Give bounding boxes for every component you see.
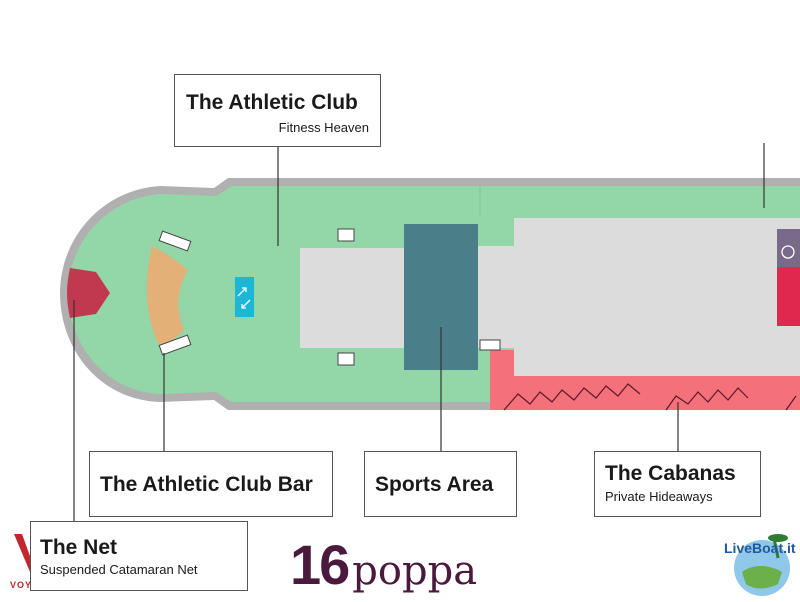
- liveboat-logo: [734, 534, 790, 596]
- callout-athletic-club: The Athletic Club Fitness Heaven: [174, 74, 381, 147]
- athletic-club-bar-counter[interactable]: [146, 246, 188, 350]
- callout-title: The Cabanas: [605, 462, 736, 485]
- the-net-area[interactable]: [67, 268, 110, 318]
- callout-leaders: [73, 143, 765, 521]
- cabana-loungers: [503, 383, 797, 411]
- stairs-icon: [235, 277, 254, 317]
- liveboat-wordmark: LiveBoat.it: [724, 540, 796, 556]
- callout-sports-area: Sports Area: [364, 451, 517, 517]
- deck-name: poppa: [352, 548, 478, 594]
- aft-floor: [478, 218, 800, 376]
- wheelchair-icon: [777, 229, 800, 267]
- deck-number: 16: [290, 533, 350, 596]
- callout-subtitle: Fitness Heaven: [278, 120, 369, 135]
- callout-athletic-club-bar: The Athletic Club Bar: [89, 451, 333, 517]
- callout-subtitle: Suspended Catamaran Net: [40, 562, 198, 577]
- callout-title: The Athletic Club: [186, 91, 358, 114]
- callout-cabanas: The Cabanas Private Hideaways: [594, 451, 761, 517]
- callout-title: The Net: [40, 536, 118, 559]
- central-floor: [300, 248, 404, 348]
- stair-grill-icon: [158, 228, 501, 366]
- callout-title: Sports Area: [375, 473, 494, 496]
- restroom-area: [777, 267, 800, 326]
- callout-subtitle: Private Hideaways: [605, 489, 713, 504]
- wheelchair-symbol: [781, 245, 795, 259]
- callout-title: The Athletic Club Bar: [100, 473, 313, 496]
- stairs-arrows: [237, 287, 251, 309]
- callout-the-net: The Net Suspended Catamaran Net: [30, 521, 248, 591]
